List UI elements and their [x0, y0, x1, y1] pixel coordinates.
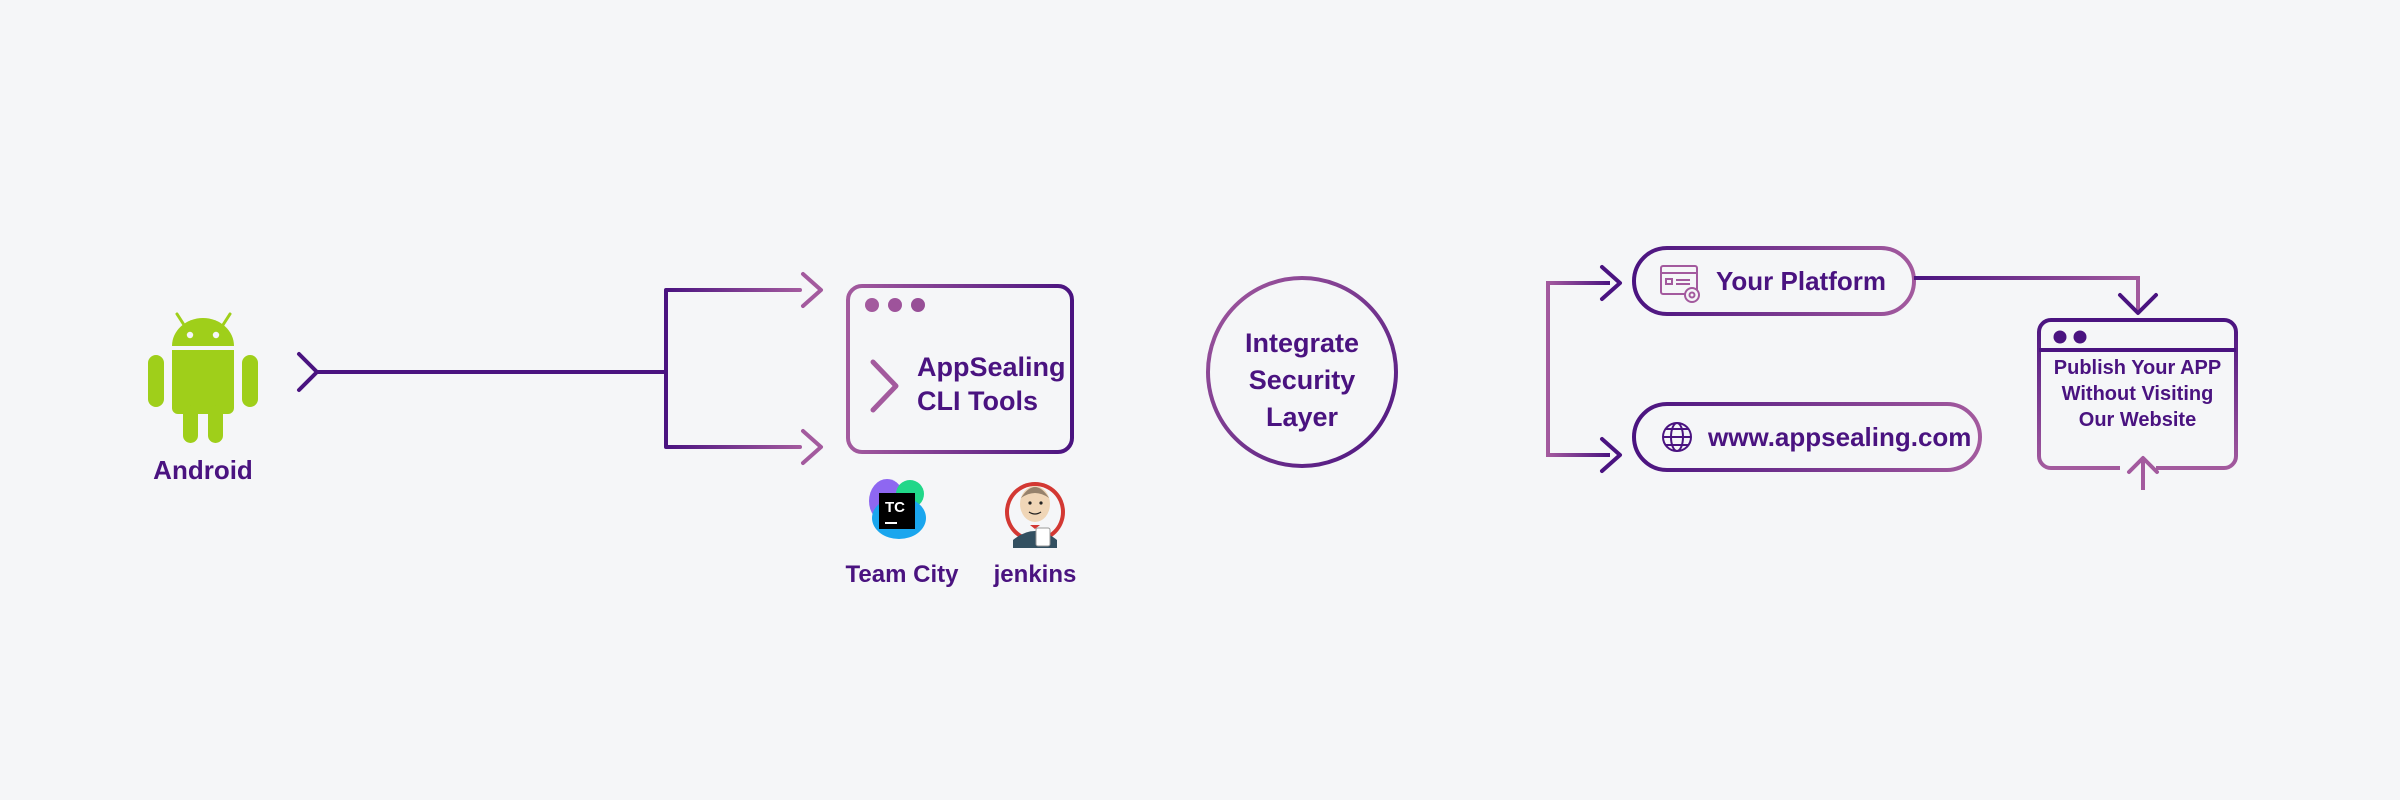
platform-settings-icon [1660, 265, 1700, 303]
window-dot [911, 298, 925, 312]
arrow-head-publish-down [2118, 293, 2158, 315]
split-branch [1546, 281, 1610, 457]
jenkins-logo-icon [1005, 482, 1065, 548]
publish-line3: Our Website [2078, 409, 2197, 431]
globe-icon [1662, 422, 1692, 452]
teamcity-logo-icon: TC [869, 479, 926, 539]
publish-line1: Publish Your APP [2053, 357, 2222, 379]
security-line1: Integrate [1244, 328, 1360, 358]
security-line3: Layer [1265, 402, 1339, 432]
cli-tools-line2: CLI Tools [917, 386, 1038, 416]
android-icon [148, 312, 258, 443]
security-line2: Security [1248, 365, 1356, 395]
your-platform-pill [1632, 246, 1916, 316]
arrow-head-platform [1600, 265, 1622, 301]
publish-line2: Without Visiting [2061, 383, 2214, 405]
connector-android-to-cli [297, 288, 808, 449]
website-link[interactable]: www.appsealing.com [1708, 422, 1972, 452]
teamcity-badge-text: TC [885, 499, 905, 516]
cli-tools-line1: AppSealing [917, 352, 1066, 382]
arrow-head-publish-up [2127, 456, 2159, 474]
cli-tools-window [846, 284, 1074, 454]
security-layer-label: Integrate Security Layer [1212, 325, 1392, 436]
your-platform-label: Your Platform [1716, 266, 1886, 296]
connector-platform-to-publish [1914, 276, 2140, 310]
window-dot [888, 298, 902, 312]
website-pill [1632, 402, 1982, 472]
teamcity-label: Team City [845, 561, 959, 588]
arrow-head-lower [801, 429, 823, 465]
arrow-head-website [1600, 437, 1622, 473]
window-dot [2053, 330, 2067, 344]
terminal-prompt-icon [870, 359, 899, 413]
jenkins-label: jenkins [993, 561, 1077, 588]
arrow-head-upper [801, 272, 823, 308]
window-dot [865, 298, 879, 312]
publish-window [2037, 318, 2238, 470]
android-label: Android [153, 455, 253, 485]
cli-tools-label: AppSealing CLI Tools [917, 350, 1066, 418]
window-dot [2073, 330, 2087, 344]
publish-label: Publish Your APP Without Visiting Our We… [2039, 355, 2236, 433]
